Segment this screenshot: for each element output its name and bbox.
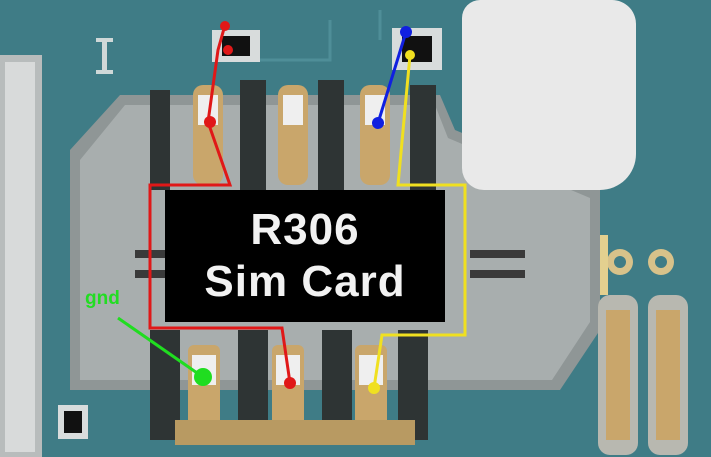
blue-point-contact: [372, 117, 384, 129]
silkscreen-mark: [96, 38, 113, 42]
blue-point-top: [400, 26, 412, 38]
smd-component-bottom-body: [64, 411, 82, 433]
red-point-top: [220, 21, 230, 31]
test-pad-hole: [614, 256, 626, 268]
test-pad-hole: [655, 256, 667, 268]
whiteout-patch: [462, 0, 636, 190]
socket-slot: [470, 270, 525, 278]
component-designator: R306: [250, 205, 360, 254]
gnd-label: gnd: [85, 288, 120, 309]
pad-trace: [600, 235, 608, 295]
contact-top-2-shine: [283, 95, 303, 125]
gnd-point: [194, 368, 212, 386]
solder-pad-strip: [175, 420, 415, 445]
socket-divider: [410, 85, 436, 190]
blue-trace: [376, 31, 408, 124]
pcb-trace: [250, 20, 332, 62]
gnd-pointer-line: [117, 316, 201, 377]
red-point-contact: [204, 116, 216, 128]
socket-divider: [318, 80, 344, 190]
component-name: Sim Card: [204, 257, 406, 306]
socket-slot: [135, 270, 175, 278]
right-contact-1-gold: [606, 310, 630, 440]
yellow-point-top: [405, 50, 415, 60]
yellow-trace: [372, 54, 467, 389]
red-trace: [148, 24, 292, 384]
socket-divider: [240, 80, 266, 190]
yellow-point-bottom: [368, 382, 380, 394]
component-label-box: R306 Sim Card: [165, 190, 445, 322]
red-point-component: [223, 45, 233, 55]
socket-slot: [135, 250, 175, 258]
silkscreen-mark: [96, 70, 113, 74]
red-point-bottom: [284, 377, 296, 389]
left-shield-face: [5, 62, 35, 452]
socket-slot: [470, 250, 525, 258]
silkscreen-mark: [102, 40, 107, 72]
socket-divider: [150, 90, 170, 190]
right-contact-2-gold: [656, 310, 680, 440]
